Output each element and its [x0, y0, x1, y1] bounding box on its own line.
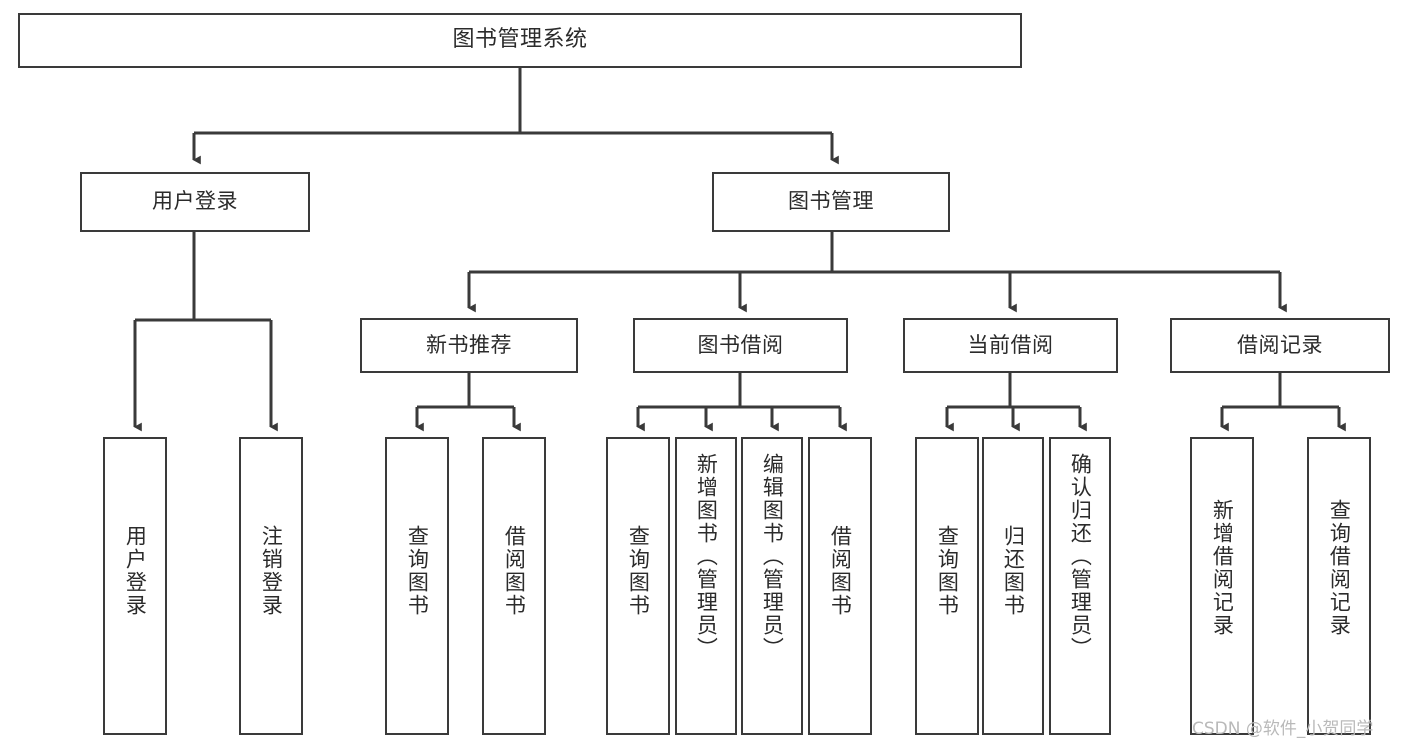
node-label: 归还图书 [1001, 525, 1026, 617]
leaf-add-borrow-record[interactable]: 新增借阅记录 [1190, 437, 1254, 735]
leaf-query-borrow-record[interactable]: 查询借阅记录 [1307, 437, 1371, 735]
node-user-login[interactable]: 用户登录 [80, 172, 310, 232]
node-label: 确认归还（管理员） [1068, 453, 1093, 660]
leaf-query-book-recommend[interactable]: 查询图书 [385, 437, 449, 735]
node-book-borrow[interactable]: 图书借阅 [633, 318, 848, 373]
node-label: 图书借阅 [697, 332, 784, 357]
node-label: 查询借阅记录 [1327, 499, 1352, 637]
leaf-return-book[interactable]: 归还图书 [982, 437, 1044, 735]
node-label: 用户登录 [123, 525, 148, 617]
leaf-borrow-book-recommend[interactable]: 借阅图书 [482, 437, 546, 735]
node-label: 图书管理 [788, 189, 874, 214]
leaf-confirm-return[interactable]: 确认归还（管理员） [1049, 437, 1111, 735]
leaf-borrow-book[interactable]: 借阅图书 [808, 437, 872, 735]
node-label: 借阅图书 [502, 525, 527, 617]
node-label: 新增图书（管理员） [694, 453, 719, 660]
node-label: 当前借阅 [967, 332, 1054, 357]
node-label: 图书管理系统 [452, 27, 588, 53]
node-label: 借阅图书 [828, 525, 853, 617]
node-current-borrow[interactable]: 当前借阅 [903, 318, 1118, 373]
node-label: 查询图书 [626, 525, 651, 617]
leaf-user-login[interactable]: 用户登录 [103, 437, 167, 735]
node-label: 编辑图书（管理员） [760, 453, 785, 660]
node-label: 查询图书 [405, 525, 430, 617]
leaf-edit-book[interactable]: 编辑图书（管理员） [741, 437, 803, 735]
csdn-watermark: CSDN @软件_小贺同学 [1192, 719, 1374, 739]
node-label: 新增借阅记录 [1210, 499, 1235, 637]
node-label: 注销登录 [259, 525, 284, 617]
node-root-system[interactable]: 图书管理系统 [18, 13, 1022, 68]
leaf-logout-login[interactable]: 注销登录 [239, 437, 303, 735]
node-borrow-record[interactable]: 借阅记录 [1170, 318, 1390, 373]
node-label: 查询图书 [935, 525, 960, 617]
node-book-management[interactable]: 图书管理 [712, 172, 950, 232]
leaf-add-book[interactable]: 新增图书（管理员） [675, 437, 737, 735]
node-label: 借阅记录 [1237, 332, 1323, 357]
node-label: 用户登录 [152, 189, 238, 214]
node-new-book-recommend[interactable]: 新书推荐 [360, 318, 578, 373]
leaf-query-book-borrow[interactable]: 查询图书 [606, 437, 670, 735]
node-label: 新书推荐 [426, 332, 512, 357]
leaf-query-book-current[interactable]: 查询图书 [915, 437, 979, 735]
